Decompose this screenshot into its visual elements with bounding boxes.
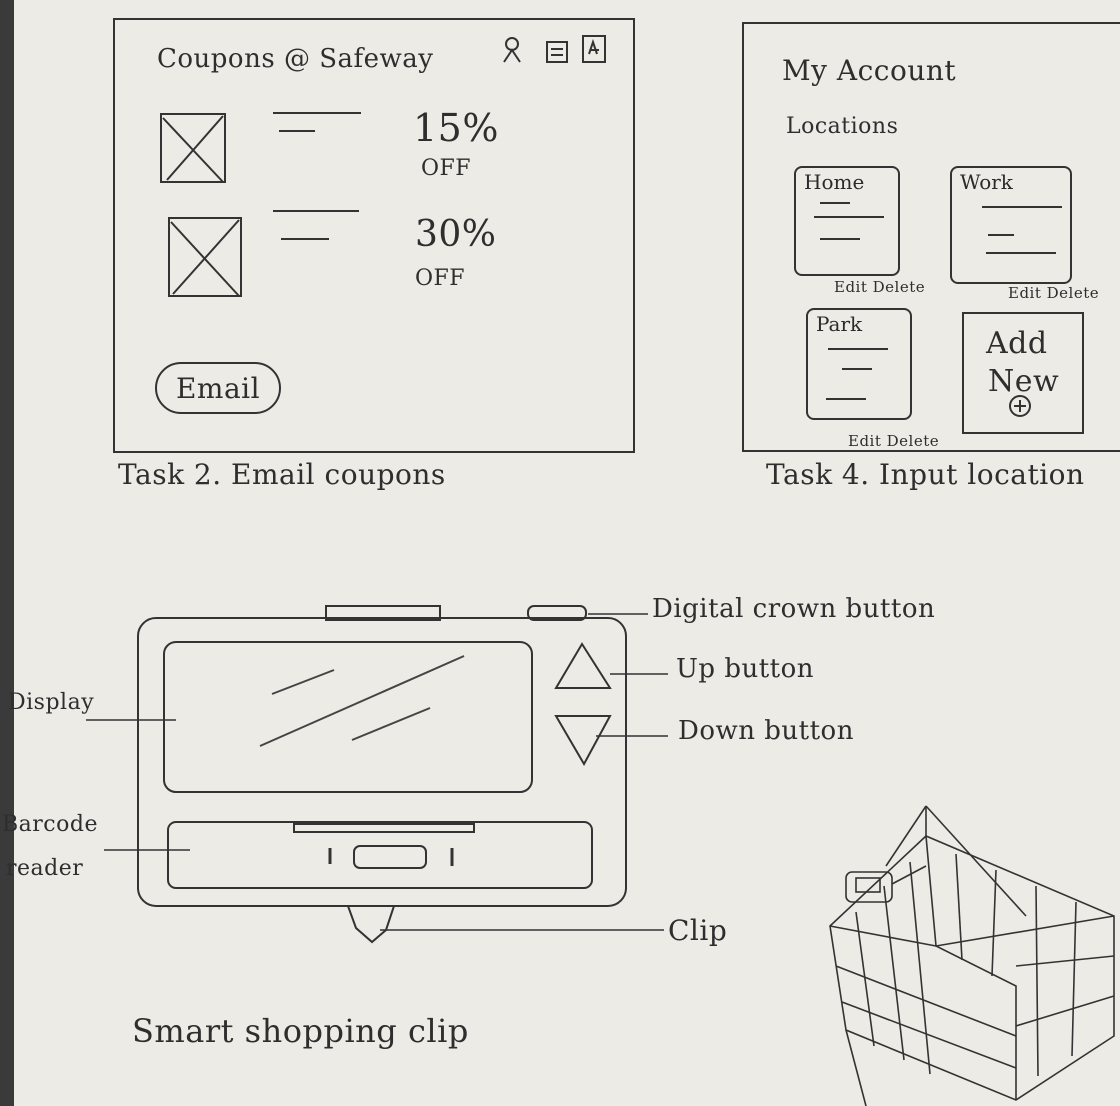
down-label: Down button [678,716,854,746]
location-text-line [842,368,872,370]
device-sketch [86,605,668,944]
location-text-line [988,234,1014,236]
coupons-screen: Coupons @ Safeway 15% OFF 30% OFF Email [113,18,635,453]
location-text-line [820,238,860,240]
person-icon[interactable] [501,36,523,64]
coupons-title: Coupons @ Safeway [157,44,434,74]
barcode-label-line2: reader [6,856,84,881]
location-name: Work [960,170,1013,194]
clip-label: Clip [668,914,728,947]
display-label: Display [8,690,95,715]
location-card-home[interactable]: Home [794,166,900,276]
crown-label: Digital crown button [652,594,936,624]
clip-shape [346,905,396,944]
coupon-text-line [273,210,359,212]
add-new-location-button[interactable]: Add New [962,312,1084,434]
add-new-label-line1: Add [986,326,1048,361]
location-name: Park [816,312,863,336]
account-screen: My Account Locations Home Edit Delete Wo… [742,22,1120,452]
location-actions[interactable]: Edit Delete [834,278,926,296]
device-body [137,617,627,907]
coupon-image-placeholder [160,113,226,183]
coupon-discount: 30% [415,214,497,255]
paper-edge [0,0,14,1106]
location-text-line [826,398,866,400]
location-actions[interactable]: Edit Delete [848,432,940,450]
display-shape [163,641,533,793]
coupon-text-line [281,238,329,240]
up-arrow-shape [554,642,612,689]
task4-caption: Task 4. Input location [766,458,1085,491]
location-text-line [820,202,850,204]
location-text-line [814,216,884,218]
coupon-text-line [279,130,315,132]
coupon-discount: 15% [413,106,499,150]
coupon-image-placeholder [168,217,242,297]
coupon-off-label: OFF [421,156,472,181]
email-button[interactable]: Email [155,362,281,414]
location-text-line [986,252,1056,254]
location-text-line [828,348,888,350]
task2-caption: Task 2. Email coupons [118,458,446,491]
locations-heading: Locations [786,114,899,139]
barcode-label-line1: Barcode [2,812,98,837]
coupon-text-line [273,112,361,114]
list-icon[interactable] [581,34,607,64]
location-actions[interactable]: Edit Delete [1008,284,1100,302]
down-arrow-shape [554,715,612,767]
device-caption: Smart shopping clip [132,1012,469,1050]
plus-circle-icon [1009,395,1031,417]
email-button-label: Email [175,371,261,405]
shopping-basket-sketch [829,805,1115,1106]
location-name: Home [804,170,865,194]
coupon-off-label: OFF [415,266,466,291]
location-text-line [982,206,1062,208]
add-new-label-line2: New [988,364,1060,399]
account-title: My Account [782,54,957,87]
crown-button-shape [527,605,587,621]
location-card-park[interactable]: Park [806,308,912,420]
up-label: Up button [676,654,815,684]
barcode-reader-shape [167,821,593,889]
location-card-work[interactable]: Work [950,166,1072,284]
top-bar [325,605,441,621]
calendar-icon[interactable] [545,38,569,64]
